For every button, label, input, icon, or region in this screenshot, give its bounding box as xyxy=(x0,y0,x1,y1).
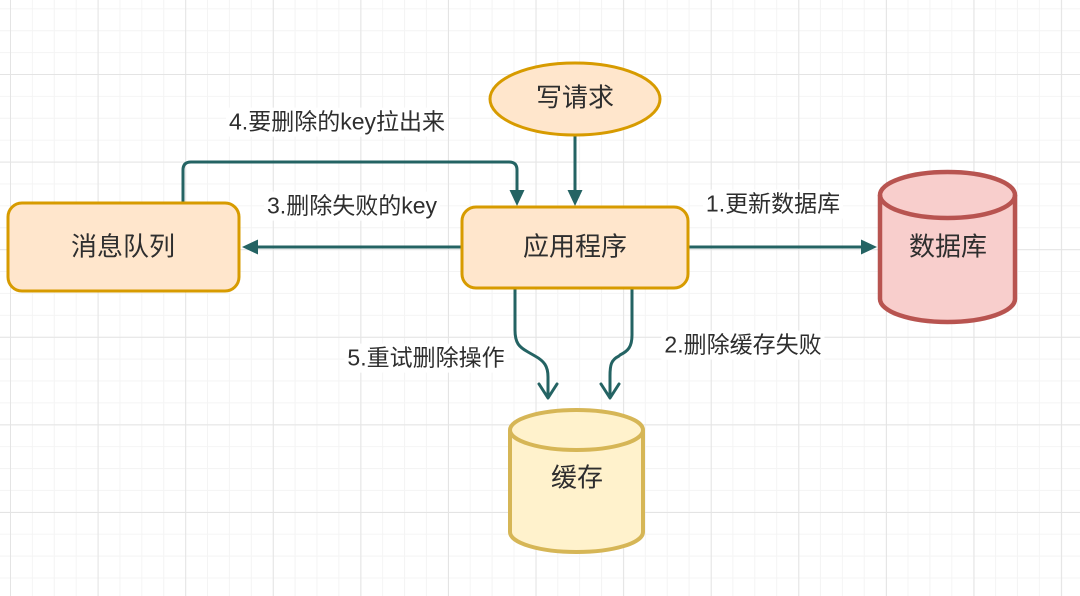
database-cylinder-rim xyxy=(877,194,1018,221)
edge-app-to-cache-left xyxy=(513,286,550,399)
edge-app-to-cache-right xyxy=(608,286,634,399)
edges-group xyxy=(181,133,877,400)
arrowhead-mq-to-app-icon xyxy=(509,190,525,206)
arrowhead-app-to-mq-icon xyxy=(242,239,258,255)
node-message-queue xyxy=(6,201,241,293)
node-write-request xyxy=(488,61,662,137)
node-database xyxy=(877,169,1018,325)
edge-label-delete-cache-failed: 2.删除缓存失败 xyxy=(661,330,825,360)
node-application xyxy=(460,205,690,290)
database-cylinder-body xyxy=(877,169,1018,325)
edge-label-update-database: 1.更新数据库 xyxy=(702,189,844,219)
node-application-label: 应用程序 xyxy=(522,231,628,262)
edge-label-retry-delete: 5.重试删除操作 xyxy=(344,343,508,373)
node-database-label: 数据库 xyxy=(908,231,988,262)
node-message-queue-label: 消息队列 xyxy=(70,231,176,262)
edge-label-failed-key: 3.删除失败的key xyxy=(264,191,440,221)
arrowhead-app-to-db-icon xyxy=(861,239,877,255)
arrowhead-write-to-app-icon xyxy=(567,190,583,206)
node-cache xyxy=(508,408,645,554)
edge-label-pull-key: 4.要删除的key拉出来 xyxy=(226,107,448,137)
edge-mq-to-app xyxy=(181,160,519,206)
node-cache-label: 缓存 xyxy=(550,462,604,493)
arrowhead-app-to-cache-right-icon xyxy=(599,382,621,400)
node-write-request-label: 写请求 xyxy=(535,82,615,113)
cache-cylinder-rim xyxy=(508,429,645,452)
arrowhead-app-to-cache-left-icon xyxy=(537,382,559,400)
